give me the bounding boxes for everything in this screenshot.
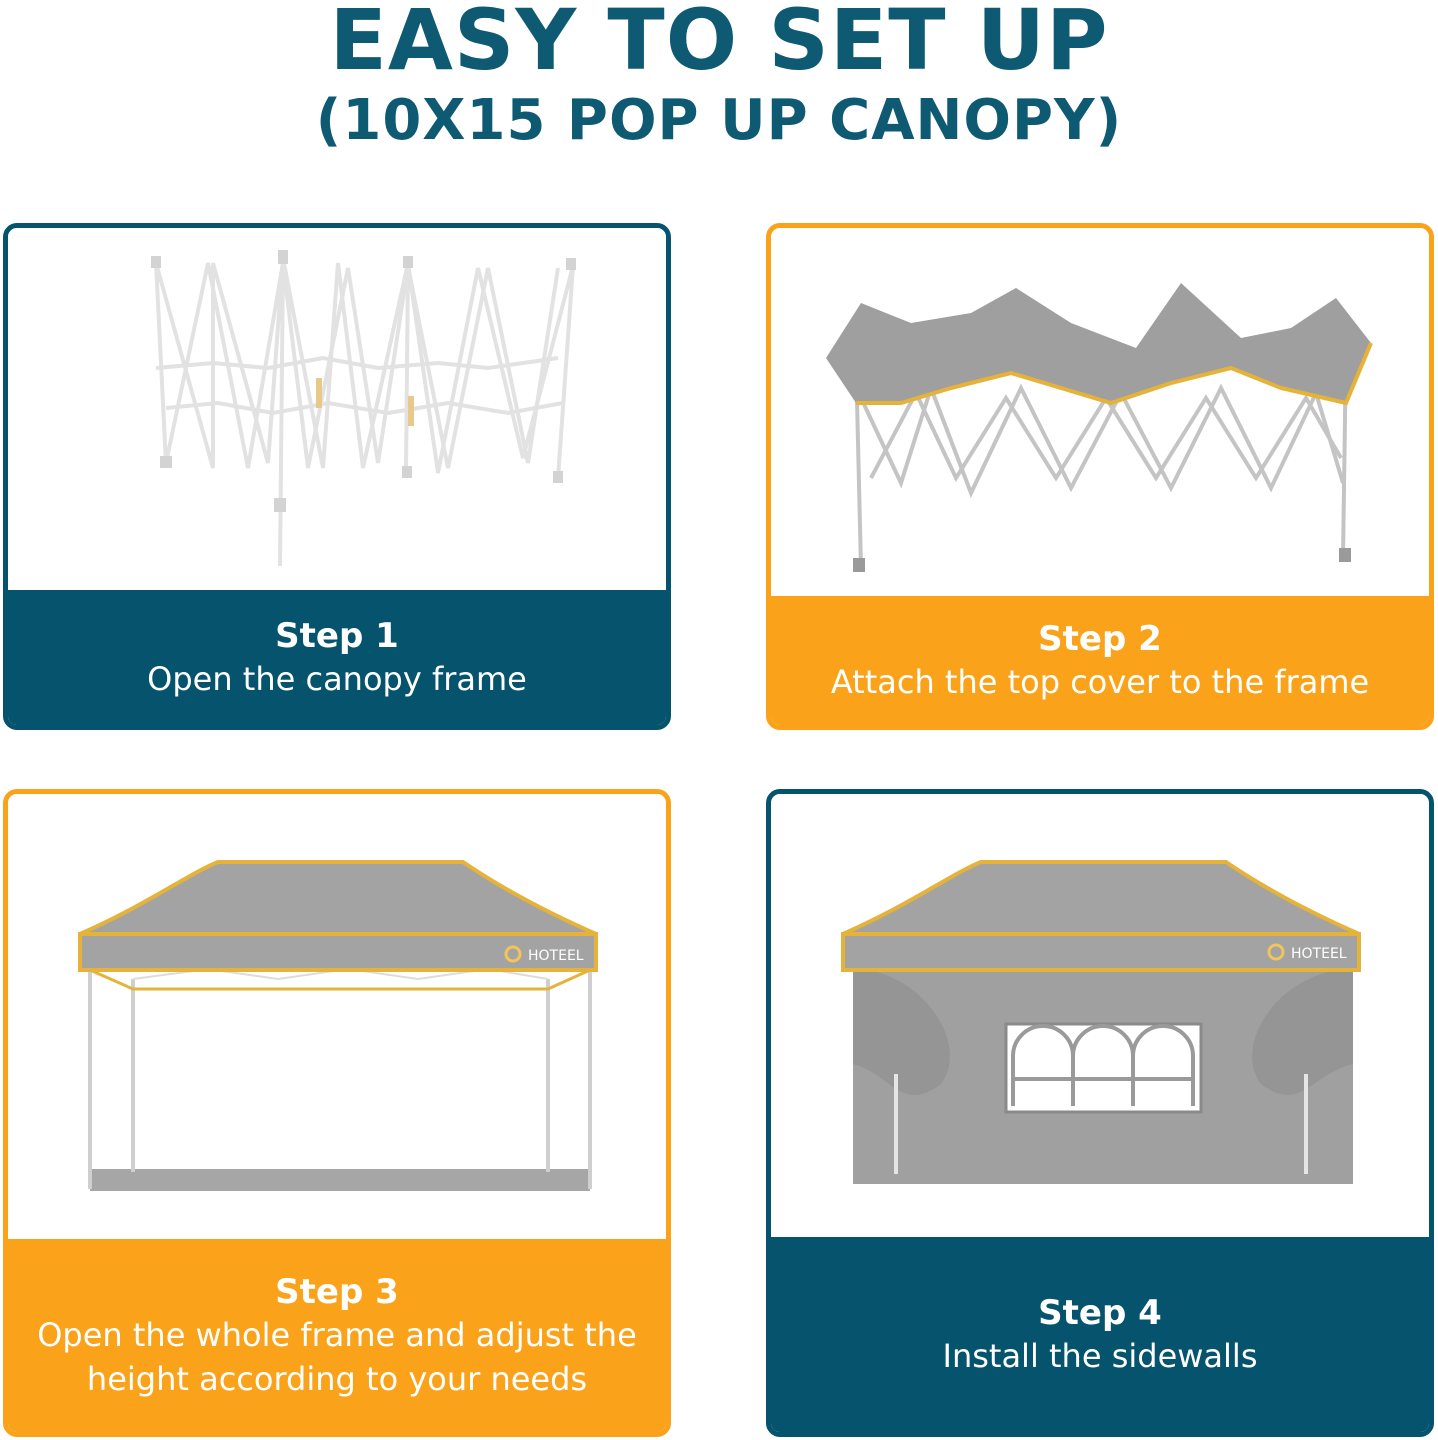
brand-name: HOTEEL [1291, 946, 1347, 962]
step-4-illustration: HOTEEL [771, 794, 1429, 1242]
step-3-panel: Step 3 Open the whole frame and adjust t… [8, 1239, 666, 1432]
step-2-panel: Step 2 Attach the top cover to the frame [771, 596, 1429, 725]
step-2-description: Attach the top cover to the frame [830, 662, 1370, 701]
step-3-title: Step 3 [275, 1271, 399, 1312]
step-1-illustration [8, 228, 666, 595]
canopy-cover-shape [826, 283, 1371, 403]
step-1-card: Step 1 Open the canopy frame [3, 223, 671, 730]
brand-name: HOTEEL [528, 948, 584, 964]
step-1-title: Step 1 [275, 615, 399, 656]
step-4-panel: Step 4 Install the sidewalls [771, 1237, 1429, 1432]
step-3-card: HOTEEL Step 3 Open the whole frame and a… [3, 789, 671, 1437]
step-3-illustration: HOTEEL [8, 794, 666, 1244]
step-4-description: Install the sidewalls [942, 1336, 1258, 1375]
step-2-card: Step 2 Attach the top cover to the frame [766, 223, 1434, 730]
open-canopy-icon: HOTEEL [78, 860, 598, 1191]
step-1-panel: Step 1 Open the canopy frame [8, 590, 666, 725]
step-2-illustration [771, 228, 1429, 601]
brand-logo-icon [1267, 943, 1285, 961]
step-4-card: HOTEEL Step 4 Install the sidewalls [766, 789, 1434, 1437]
folded-frame-icon [151, 250, 576, 567]
frame-with-cover-icon [826, 283, 1373, 572]
step-4-title: Step 4 [1038, 1292, 1162, 1333]
page-subtitle: (10X15 POP UP CANOPY) [315, 88, 1123, 153]
page-title: EASY TO SET UP [329, 0, 1109, 89]
brand-logo-icon [504, 945, 522, 963]
step-3-description: Open the whole frame and adjust the heig… [37, 1315, 637, 1398]
step-1-description: Open the canopy frame [147, 659, 527, 698]
step-2-title: Step 2 [1038, 618, 1162, 659]
canopy-with-sidewalls-icon: HOTEEL [841, 860, 1361, 1184]
sidewall-window [1004, 1022, 1203, 1114]
